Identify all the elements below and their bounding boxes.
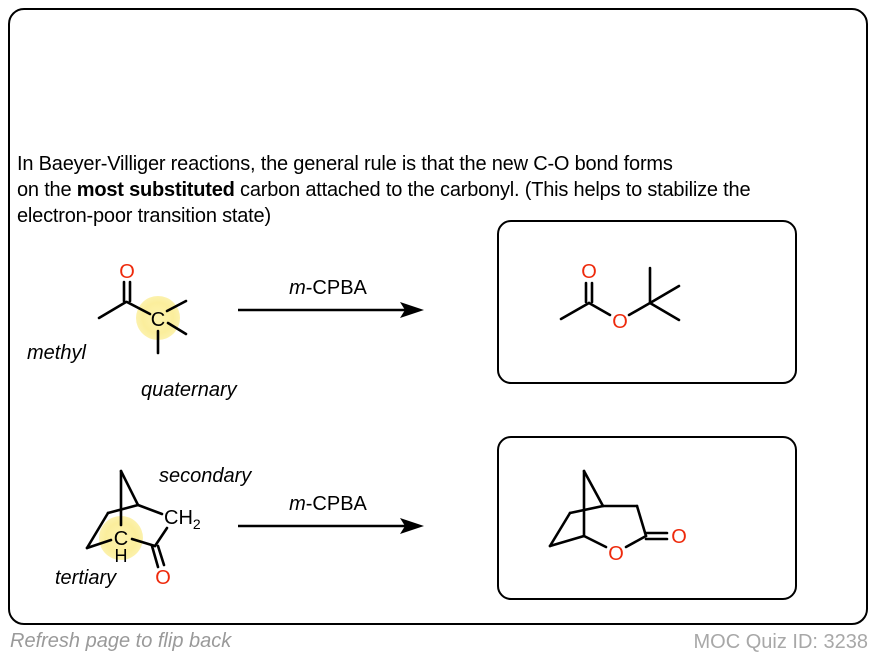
label-tertiary: tertiary — [55, 567, 117, 589]
quaternary-highlight — [136, 296, 180, 340]
explanation-line-1: In Baeyer-Villiger reactions, the genera… — [17, 153, 673, 175]
quiz-id: MOC Quiz ID: 3238 — [693, 631, 868, 653]
text-segment: on the — [17, 179, 77, 201]
bond-c-cq — [125, 300, 152, 316]
product-box-1 — [497, 220, 797, 384]
atom-hydrogen: H — [115, 546, 128, 566]
product-bicyclic-lactone — [548, 469, 669, 549]
atom-oxygen-ring: O — [608, 543, 624, 565]
explanation-line-2: on the most substituted carbon attached … — [17, 177, 867, 203]
product-tert-butyl-acetate — [559, 266, 681, 322]
atom-carbon-tertiary: C — [114, 528, 128, 550]
reagent-label-1: m-CPBA — [289, 277, 367, 299]
explanation-line-3: electron-poor transition state) — [17, 205, 271, 227]
explanation-text: In Baeyer-Villiger reactions, the genera… — [17, 151, 867, 229]
atom-oxygen-lactone-carbonyl: O — [671, 526, 687, 548]
arrow-head-2 — [400, 518, 424, 534]
reactant-bicyclic-ketone — [85, 469, 169, 569]
bond-cq-me2 — [166, 321, 188, 336]
bond-methyl — [97, 300, 128, 320]
atom-carbon: C — [151, 309, 165, 331]
atom-oxygen-ester: O — [612, 311, 628, 333]
atom-oxygen-ketone: O — [155, 567, 171, 589]
flip-back-hint: Refresh page to flip back — [10, 630, 232, 652]
label-methyl: methyl — [27, 342, 86, 364]
reagent-label-2: m-CPBA — [289, 493, 367, 515]
product-box-2 — [497, 436, 797, 600]
label-quaternary: quaternary — [141, 379, 238, 401]
atom-oxygen: O — [119, 261, 135, 283]
atom-oxygen-carbonyl: O — [581, 261, 597, 283]
arrow-head-1 — [400, 302, 424, 318]
label-ch2: CH2 — [164, 507, 201, 532]
label-secondary: secondary — [159, 465, 252, 487]
tertiary-highlight — [99, 516, 143, 560]
bond-cq-me1 — [165, 299, 188, 313]
reactant-pinacolone — [97, 280, 188, 355]
emphasis-most-substituted: most substituted — [76, 179, 235, 201]
text-segment: carbon attached to the carbonyl. (This h… — [234, 179, 751, 201]
